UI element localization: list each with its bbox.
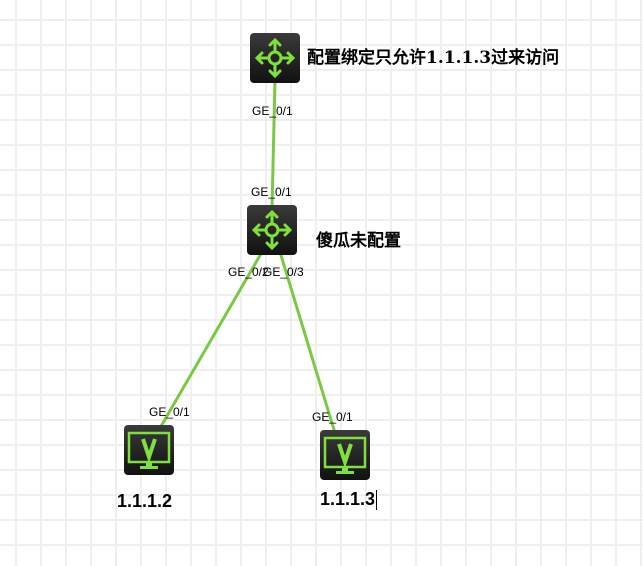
port-label: GE_0/1 xyxy=(149,405,190,419)
link-r2-pc1[interactable] xyxy=(158,251,264,429)
text-cursor xyxy=(376,490,378,511)
pc-2[interactable] xyxy=(320,430,370,480)
router-icon xyxy=(251,209,293,251)
port-label: GE_0/2 xyxy=(228,265,269,279)
port-label: GE_0/3 xyxy=(263,265,304,279)
router-1[interactable] xyxy=(250,33,300,83)
pc-icon xyxy=(323,436,367,474)
port-label: GE_0/1 xyxy=(251,185,292,199)
link-r2-pc2[interactable] xyxy=(278,251,337,434)
port-label: GE_0/1 xyxy=(312,410,353,424)
pc-1[interactable] xyxy=(124,425,174,475)
port-label: GE_0/1 xyxy=(252,104,293,118)
device-label[interactable]: 配置绑定只允许1.1.1.3过来访问 xyxy=(307,48,560,68)
pc-icon xyxy=(127,431,171,469)
router-icon xyxy=(254,37,296,79)
device-label[interactable]: 傻瓜未配置 xyxy=(316,231,401,251)
link-r1-r2[interactable] xyxy=(270,79,277,209)
device-label-text[interactable]: 1.1.1.3 xyxy=(320,489,376,509)
router-2[interactable] xyxy=(247,205,297,255)
device-label[interactable]: 1.1.1.2 xyxy=(117,491,173,511)
device-label-editing[interactable]: 1.1.1.3 xyxy=(320,489,378,511)
